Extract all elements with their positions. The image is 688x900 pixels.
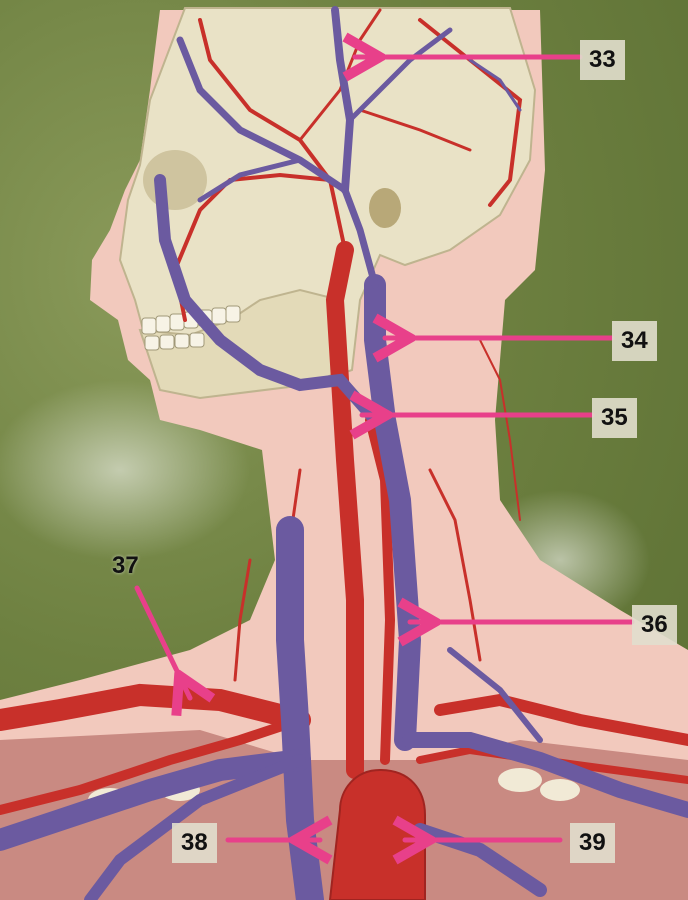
eye-orbit bbox=[143, 150, 207, 210]
arrow-37 bbox=[134, 585, 190, 698]
ear-canal bbox=[369, 188, 401, 228]
label-33: 33 bbox=[580, 40, 625, 80]
label-35: 35 bbox=[592, 398, 637, 438]
label-36: 36 bbox=[632, 605, 677, 645]
rib-cross-section bbox=[540, 779, 580, 801]
label-39: 39 bbox=[570, 823, 615, 863]
rib-cross-section bbox=[498, 768, 542, 792]
label-37: 37 bbox=[112, 552, 139, 579]
label-38: 38 bbox=[172, 823, 217, 863]
pointer-arrows bbox=[134, 57, 635, 840]
label-34: 34 bbox=[612, 321, 657, 361]
